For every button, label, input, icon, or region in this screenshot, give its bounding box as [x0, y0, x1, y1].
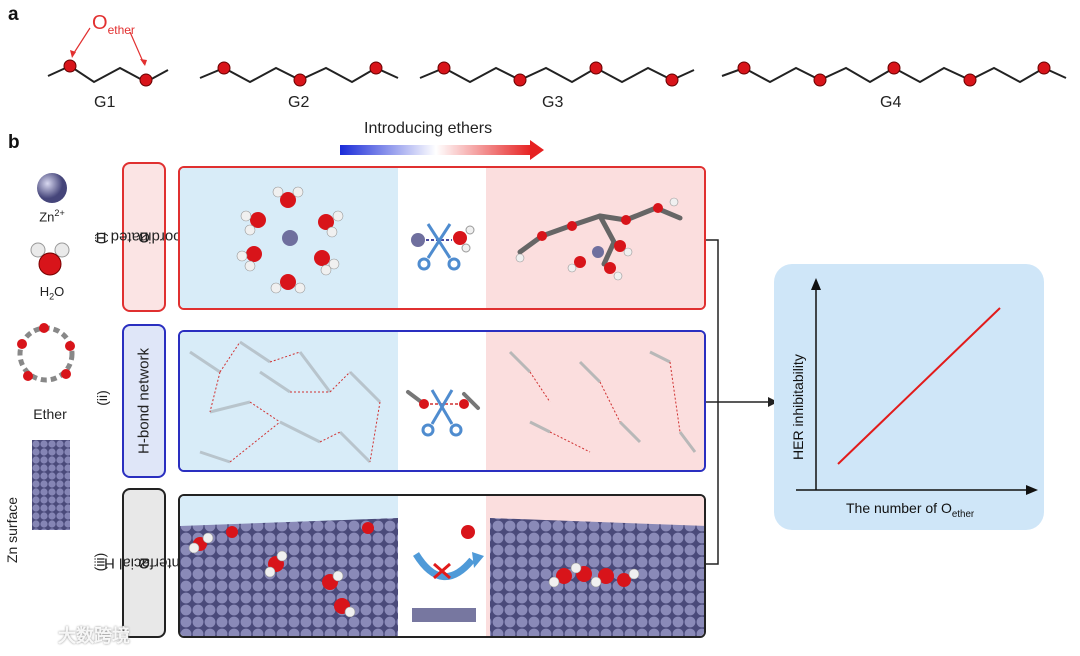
- result-xlabel: The number of Oether: [846, 500, 975, 520]
- row-i-box: [178, 166, 706, 310]
- g1-oxygen: [63, 59, 77, 73]
- result-axes: [796, 278, 1038, 495]
- panel-b-letter: b: [8, 132, 20, 153]
- g3-oxygen: [589, 61, 603, 75]
- arrow-title: Introducing ethers: [364, 120, 493, 137]
- row-iii-illustration: [180, 518, 704, 636]
- g3-oxygen: [437, 61, 451, 75]
- molecules-svg: [47, 27, 1067, 87]
- g4-oxygen: [963, 73, 977, 87]
- water-molecule-icon: [30, 242, 70, 276]
- row-i-after: [486, 168, 704, 308]
- oether-o: O: [92, 12, 108, 34]
- legend-ether: Ether: [33, 406, 67, 422]
- g4-oxygen: [1037, 61, 1051, 75]
- row-ii-after: [486, 332, 704, 470]
- result-ylabel: HER inhibitability: [790, 354, 806, 460]
- annotation-arrow-right: [129, 31, 145, 65]
- g3-oxygen: [513, 73, 527, 87]
- g1-label: G1: [94, 94, 116, 111]
- row-iii-box: [178, 494, 706, 638]
- g3-oxygen: [665, 73, 679, 87]
- annotation-arrowhead-left: [70, 50, 76, 58]
- g3-label: G3: [542, 94, 564, 111]
- g3-chain: [419, 66, 695, 84]
- g2-oxygen: [217, 61, 231, 75]
- row-ii-before: [180, 332, 398, 470]
- g2-oxygen: [293, 73, 307, 87]
- row-number-ii: (ii): [93, 390, 110, 406]
- annotation-arrowhead-right: [140, 59, 147, 66]
- oether-sub: ether: [107, 23, 135, 37]
- g2-oxygen: [369, 61, 383, 75]
- row-ii-illustration: [189, 340, 697, 464]
- g4-label: G4: [880, 94, 902, 111]
- panel-a-letter: a: [8, 4, 19, 25]
- connector-bracket: [706, 239, 778, 565]
- g4-oxygen: [737, 61, 751, 75]
- g2-label: G2: [288, 94, 310, 111]
- gradient-arrowhead: [530, 140, 544, 160]
- g4-oxygen: [813, 73, 827, 87]
- row-i-illustration: [236, 186, 683, 294]
- g1-oxygen: [139, 73, 153, 87]
- legend-zn-surface: Zn surface: [4, 496, 20, 564]
- trend-line: [837, 307, 1001, 465]
- legend-zn: Zn2+: [39, 208, 65, 225]
- zn-surface-icon: [32, 440, 70, 530]
- legend-water: H2O: [39, 284, 65, 302]
- oxygen-ether-annotation: Oether: [92, 12, 135, 37]
- watermark: 大数跨境: [58, 626, 130, 646]
- tag-hbond-network: H-bond network: [122, 324, 166, 478]
- introducing-gradient-arrow: [340, 145, 532, 155]
- row-ii-box: [178, 330, 706, 472]
- ether-ring-icon: [17, 323, 75, 383]
- annotation-arrow-left: [71, 27, 91, 57]
- g4-oxygen: [887, 61, 901, 75]
- zn-ion-icon: [37, 173, 67, 203]
